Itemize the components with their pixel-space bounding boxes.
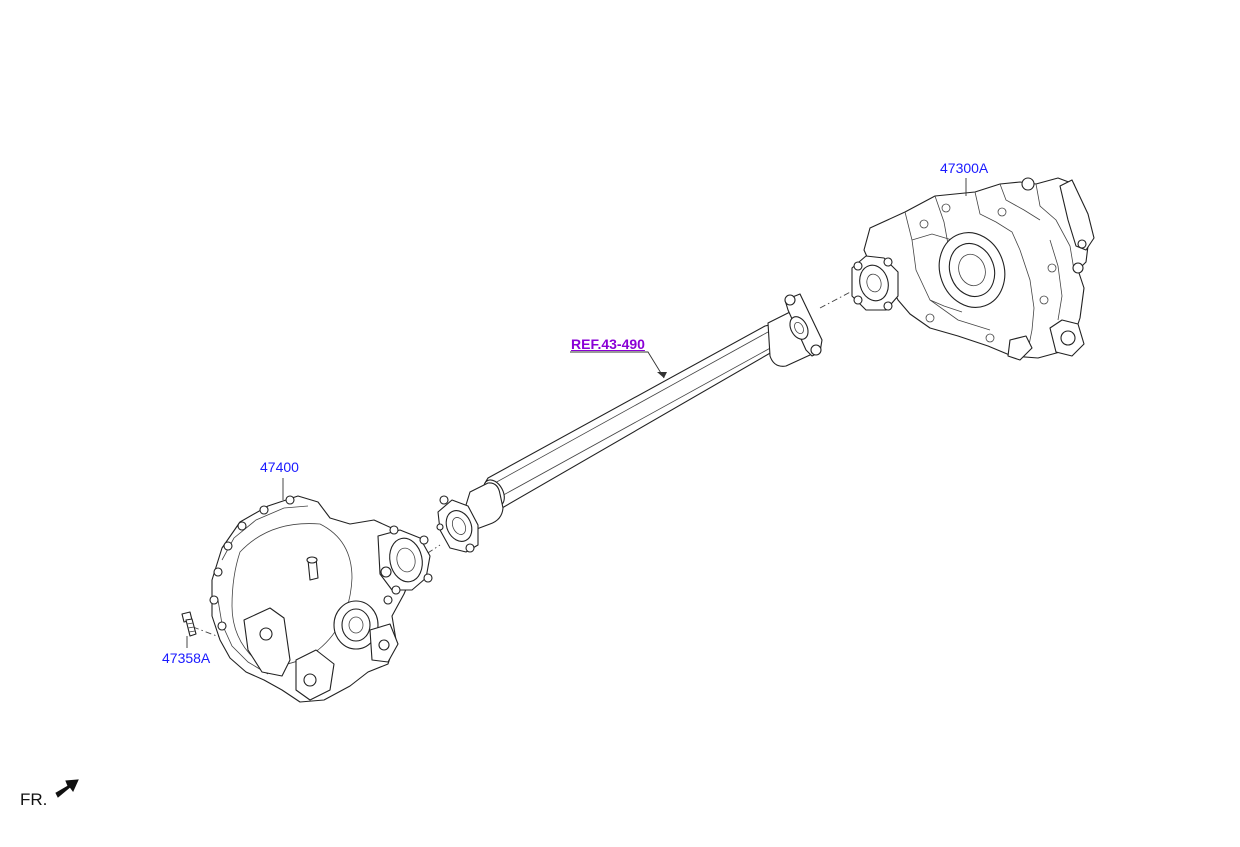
mounting-bolt[interactable]	[181, 611, 197, 637]
callout-bolt[interactable]: 47358A	[162, 650, 211, 666]
arrow-icon	[55, 779, 79, 798]
orientation-label: FR.	[20, 790, 48, 809]
callout-shaft-reference-link[interactable]: REF.43-490	[571, 336, 645, 352]
front-differential[interactable]	[209, 495, 433, 703]
leader-line-shaft	[570, 351, 665, 379]
rear-differential[interactable]	[851, 177, 1095, 361]
leader-arrowhead	[657, 372, 667, 378]
propeller-shaft[interactable]	[436, 293, 823, 553]
axis-line-bolt	[192, 626, 223, 639]
callout-front-differential[interactable]: 47400	[260, 459, 299, 475]
callout-rear-differential[interactable]: 47300A	[940, 160, 989, 176]
